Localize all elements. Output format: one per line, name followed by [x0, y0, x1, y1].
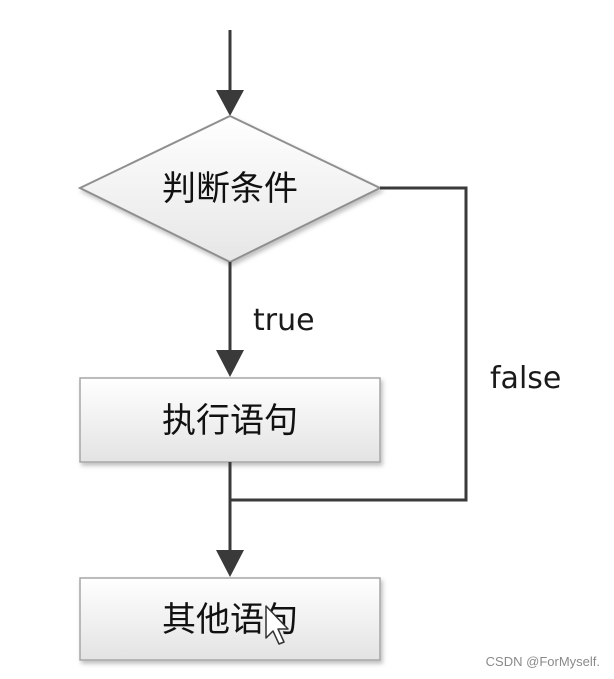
arrowhead-icon [216, 90, 244, 116]
execute-box [79, 377, 381, 463]
true-label: true [253, 303, 315, 338]
false-label: false [490, 361, 561, 396]
edge-execute-to-other [216, 462, 244, 577]
node-execute: 执行语句 [79, 377, 381, 463]
condition-label: 判断条件 [162, 169, 298, 209]
mouse-cursor-icon [265, 605, 289, 645]
edge-start-to-condition [216, 30, 244, 116]
execute-label: 执行语句 [162, 401, 298, 441]
arrowhead-icon [216, 350, 244, 377]
other-box [79, 577, 381, 661]
arrowhead-icon [216, 550, 244, 577]
edge-condition-to-execute: true [216, 262, 315, 377]
node-condition: 判断条件 [77, 114, 383, 264]
node-other: 其他语句 [79, 577, 381, 661]
edge-condition-to-other-false: false [230, 186, 561, 502]
watermark: CSDN @ForMyself. [485, 654, 600, 669]
